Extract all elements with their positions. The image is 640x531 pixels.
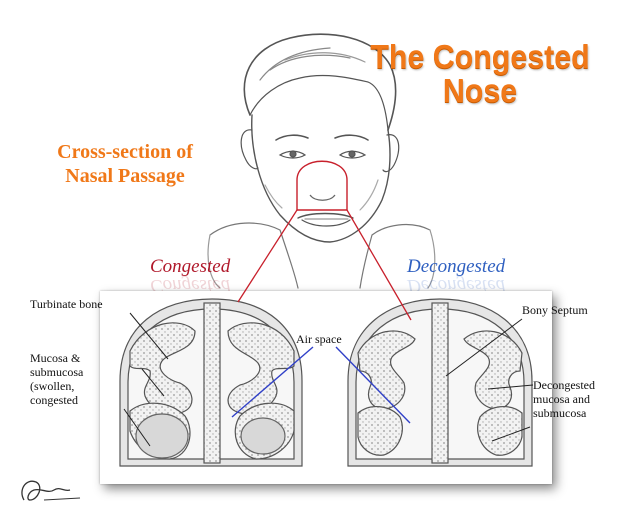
label-mucosa-line-2: submucosa: [30, 365, 84, 379]
title-line-1: The Congested: [370, 38, 590, 75]
subtitle-line-1: Cross-section of: [57, 141, 193, 163]
air-space-leader-left: [231, 346, 314, 418]
title-line-2: Nose: [442, 72, 518, 109]
decongested-leader-2: [491, 426, 531, 442]
label-decongested-mucosa: Decongested mucosa and submucosa: [533, 378, 595, 420]
label-air-space: Air space: [296, 332, 342, 346]
label-mucosa-line-4: congested: [30, 393, 78, 407]
cross-section-diagrams: [119, 298, 534, 467]
label-mucosa-line-3: (swollen,: [30, 379, 75, 393]
label-mucosa-congested: Mucosa & submucosa (swollen, congested: [30, 351, 83, 407]
face-sketch: [207, 33, 436, 289]
decongested-label: Decongested: [407, 256, 506, 277]
artist-signature: [21, 480, 81, 501]
mucosa-leader-1: [141, 368, 165, 397]
page-title: The Congested Nose: [342, 40, 618, 108]
decongested-cross-section: [347, 298, 533, 467]
label-bony-septum: Bony Septum: [522, 303, 588, 317]
septum-leader: [445, 318, 523, 377]
subtitle-line-2: Nasal Passage: [65, 165, 185, 187]
label-decongested-line-3: submucosa: [533, 406, 587, 420]
mucosa-leader-2: [123, 408, 151, 447]
turbinate-leader: [129, 312, 169, 360]
air-space-leader-right: [335, 346, 411, 424]
label-turbinate-bone: Turbinate bone: [30, 297, 103, 311]
congested-cross-section: [119, 298, 303, 467]
label-mucosa-line-1: Mucosa &: [30, 351, 81, 365]
congested-label: Congested: [150, 256, 231, 277]
label-decongested-line-1: Decongested: [533, 378, 595, 392]
decongested-leader-1: [487, 384, 534, 390]
label-decongested-line-2: mucosa and: [533, 392, 590, 406]
subtitle: Cross-section of Nasal Passage: [20, 140, 230, 188]
